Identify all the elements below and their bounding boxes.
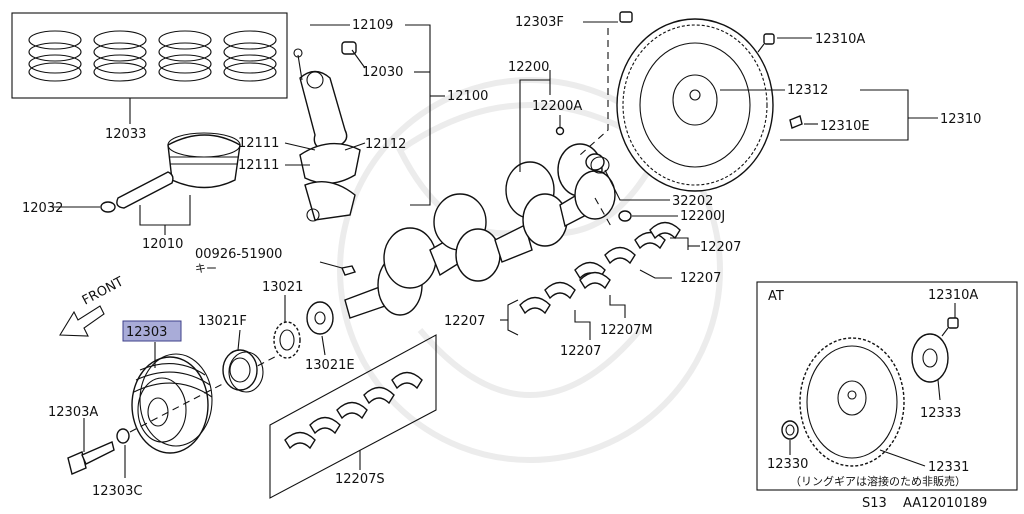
label-32202[interactable]: 32202	[672, 194, 713, 209]
label-12330[interactable]: 12330	[767, 457, 808, 472]
label-12303F[interactable]: 12303F	[515, 15, 564, 30]
label-12100[interactable]: 12100	[447, 89, 488, 104]
label-12312[interactable]: 12312	[787, 83, 828, 98]
label-12310[interactable]: 12310	[940, 112, 981, 127]
label-12200J[interactable]: 12200J	[680, 209, 725, 224]
label-12310A-at[interactable]: 12310A	[928, 288, 978, 303]
label-12207M[interactable]: 12207M	[600, 323, 653, 338]
flywheel[interactable]	[616, 18, 774, 192]
main-bearings-upper[interactable]	[574, 221, 681, 280]
connecting-rod-bolt[interactable]	[293, 48, 303, 81]
crankshaft[interactable]	[344, 143, 616, 319]
flywheel-bolt-12310A[interactable]	[757, 33, 775, 53]
flywheel-dowel[interactable]	[789, 115, 803, 129]
label-12032[interactable]: 12032	[22, 201, 63, 216]
label-12112[interactable]: 12112	[365, 137, 406, 152]
pulley-washer[interactable]	[116, 428, 130, 444]
label-12207S[interactable]: 12207S	[335, 472, 385, 487]
label-12303C[interactable]: 12303C	[92, 484, 142, 499]
pilot-bushing[interactable]	[585, 153, 610, 174]
label-12310A[interactable]: 12310A	[815, 32, 865, 47]
piston-pin[interactable]	[116, 171, 174, 209]
label-12331[interactable]: 12331	[928, 460, 969, 475]
selected-part-highlight[interactable]	[122, 320, 182, 342]
crank-sprocket[interactable]	[273, 321, 301, 359]
label-12111-b[interactable]: 12111	[238, 158, 279, 173]
label-12030[interactable]: 12030	[362, 65, 403, 80]
crankshaft-plug[interactable]	[618, 210, 632, 222]
piston[interactable]	[167, 132, 241, 189]
woodruff-key[interactable]	[341, 265, 356, 276]
label-12010[interactable]: 12010	[142, 237, 183, 252]
front-label: FRONT	[80, 274, 126, 308]
oil-pump-drive-spacer[interactable]	[306, 301, 334, 335]
crankshaft-pin[interactable]	[555, 126, 565, 136]
flywheel-bolt[interactable]	[619, 11, 633, 23]
at-section-box	[756, 281, 1018, 491]
main-bearings-lower[interactable]	[519, 271, 611, 315]
label-12033[interactable]: 12033	[105, 127, 146, 142]
oil-seal-spacer[interactable]	[222, 349, 264, 393]
drive-plate[interactable]	[799, 337, 905, 467]
crank-pulley[interactable]	[131, 353, 213, 454]
bearing-set-standard[interactable]	[269, 334, 437, 499]
label-12207-b[interactable]: 12207	[680, 271, 721, 286]
reinforcement-plate[interactable]	[911, 333, 949, 383]
label-13021E[interactable]: 13021E	[305, 358, 355, 373]
label-12111-a[interactable]: 12111	[238, 136, 279, 151]
label-12109[interactable]: 12109	[352, 18, 393, 33]
label-00926-51900[interactable]: 00926-51900	[195, 247, 282, 262]
footer-ref: AA12010189	[903, 496, 987, 510]
label-12303A[interactable]: 12303A	[48, 405, 98, 420]
label-12333[interactable]: 12333	[920, 406, 961, 421]
piston-rings-group[interactable]	[11, 12, 288, 99]
front-arrow-icon	[59, 305, 105, 337]
label-12303[interactable]: 12303	[126, 325, 167, 340]
label-12207-a[interactable]: 12207	[700, 240, 741, 255]
label-13021[interactable]: 13021	[262, 280, 303, 295]
label-12207-c[interactable]: 12207	[444, 314, 485, 329]
footer-code: S13	[862, 496, 887, 510]
label-12200A[interactable]: 12200A	[532, 99, 582, 114]
drive-plate-spacer[interactable]	[781, 420, 799, 440]
connecting-rod-cap[interactable]	[304, 181, 356, 222]
label-12200[interactable]: 12200	[508, 60, 549, 75]
pulley-bolt[interactable]	[67, 441, 115, 475]
drive-plate-bolt[interactable]	[941, 317, 959, 337]
piston-pin-clip[interactable]	[100, 201, 116, 213]
footnote: （リングギアは溶接のため非販売）	[790, 474, 966, 488]
label-key: キー	[195, 262, 217, 275]
label-12207-d[interactable]: 12207	[560, 344, 601, 359]
at-label: AT	[768, 289, 784, 304]
label-12310E[interactable]: 12310E	[820, 119, 870, 134]
label-13021F[interactable]: 13021F	[198, 314, 247, 329]
connecting-rod[interactable]	[299, 70, 361, 184]
